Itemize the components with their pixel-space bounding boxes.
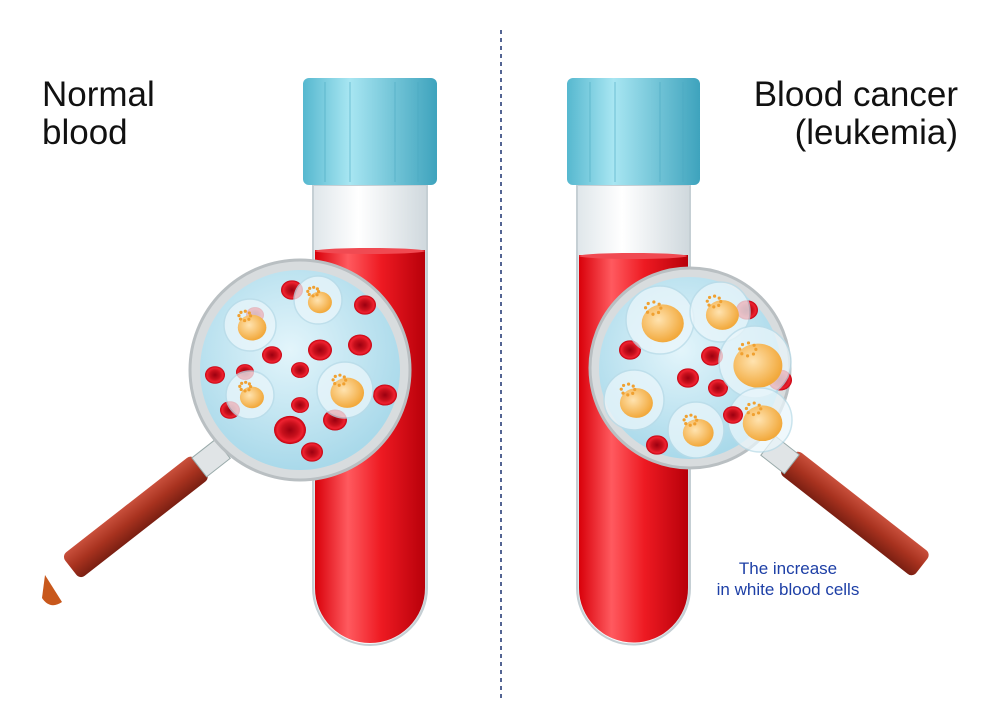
white-blood-cell [689, 281, 751, 343]
magnifier-handle [781, 451, 929, 576]
annotation-white-cells: The increase in white blood cells [690, 558, 886, 600]
title-normal-blood: Normal blood [42, 76, 155, 152]
red-blood-cell [205, 366, 225, 384]
annotation-line: in white blood cells [716, 580, 860, 599]
white-blood-cell [718, 325, 792, 399]
red-blood-cell [301, 442, 323, 462]
magnifier-handle [63, 456, 208, 578]
red-blood-cell [677, 368, 699, 388]
annotation-line: The increase [738, 559, 838, 578]
white-blood-cell [667, 401, 725, 459]
red-blood-cell [274, 415, 306, 445]
red-blood-cell [373, 384, 397, 406]
title-blood-cancer: Blood cancer (leukemia) [754, 76, 958, 152]
red-blood-cell [262, 346, 282, 364]
title-line: (leukemia) [794, 113, 958, 152]
white-blood-cell [293, 275, 343, 325]
red-blood-cell [354, 295, 376, 315]
tube-cap [303, 78, 437, 185]
magnifier-leukemia [588, 266, 929, 576]
title-line: Blood cancer [753, 75, 958, 114]
blood-cells-leukemia [603, 281, 793, 459]
red-blood-cell [291, 362, 309, 378]
white-blood-cell [625, 285, 695, 355]
red-blood-cell [646, 435, 668, 455]
red-blood-cell [291, 397, 309, 413]
white-blood-cell [223, 298, 277, 352]
red-blood-cell [708, 379, 728, 397]
white-blood-cell [225, 370, 275, 420]
red-blood-cell [723, 406, 743, 424]
white-blood-cell [316, 361, 374, 419]
magnifier-normal [42, 258, 412, 606]
tube-cap [567, 78, 700, 185]
red-blood-cell [308, 339, 332, 361]
title-line: blood [42, 113, 128, 152]
red-blood-cell [701, 346, 723, 366]
red-blood-cell [348, 334, 372, 356]
red-blood-cell [619, 340, 641, 360]
title-line: Normal [42, 75, 155, 114]
blood-cells-normal [205, 275, 397, 462]
white-blood-cell [603, 369, 665, 431]
